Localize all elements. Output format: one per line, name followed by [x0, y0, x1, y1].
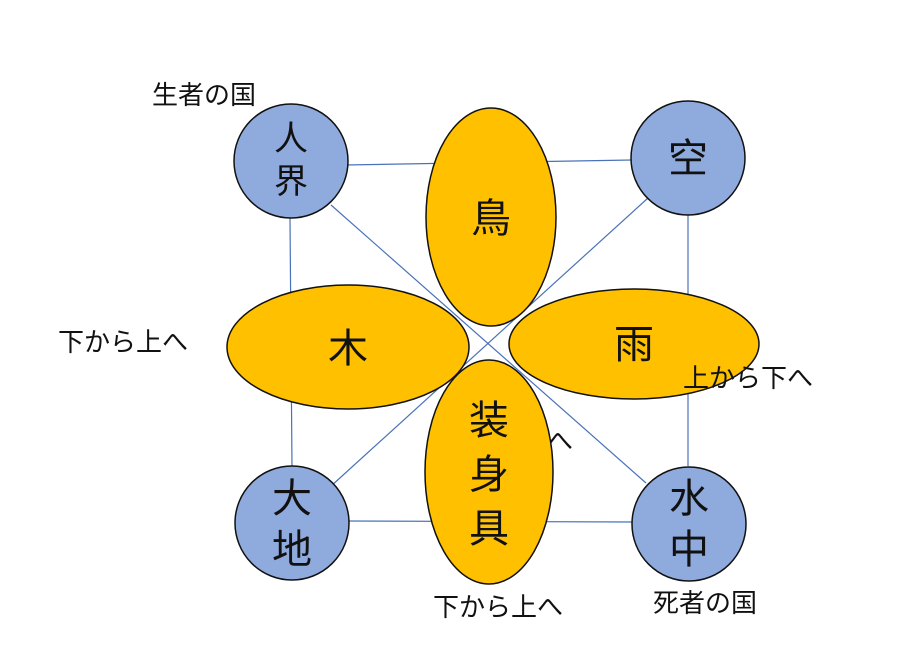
earth-char-2: 地: [272, 527, 312, 573]
rain-text: 雨: [614, 322, 654, 368]
tree-text: 木: [328, 326, 368, 372]
label-right-direction: 上から下へ: [683, 364, 813, 394]
earth-char-1: 大: [272, 476, 312, 522]
circle-earth: 大 地: [234, 465, 350, 581]
circle-underwater: 水 中: [631, 466, 747, 582]
underwater-char-1: 水: [669, 476, 709, 522]
underwater-char-2: 中: [669, 527, 709, 573]
circle-human-realm: 人 界: [233, 103, 349, 219]
petal-tree: 木: [226, 284, 470, 410]
human-realm-char-2: 界: [274, 162, 308, 202]
label-bottom-direction: 下から上へ: [433, 593, 563, 623]
label-land-of-dead: 死者の国: [653, 589, 757, 619]
petal-rain: 雨: [508, 288, 760, 400]
petal-bird: 鳥: [425, 107, 557, 327]
line-diagonal-up: [329, 197, 649, 488]
human-realm-char-1: 人: [274, 119, 308, 159]
ornament-char-3: 具: [469, 506, 509, 552]
sky-text: 空: [668, 136, 708, 182]
ornament-char-2: 身: [469, 452, 509, 498]
label-land-of-living: 生者の国: [152, 81, 256, 111]
bird-text: 鳥: [471, 196, 511, 242]
petal-ornament: 装 身 具: [424, 359, 554, 585]
ornament-char-1: 装: [469, 398, 509, 444]
label-left-direction: 下から上へ: [58, 328, 188, 358]
circle-sky: 空: [630, 100, 746, 216]
line-diagonal-down: [330, 204, 647, 484]
